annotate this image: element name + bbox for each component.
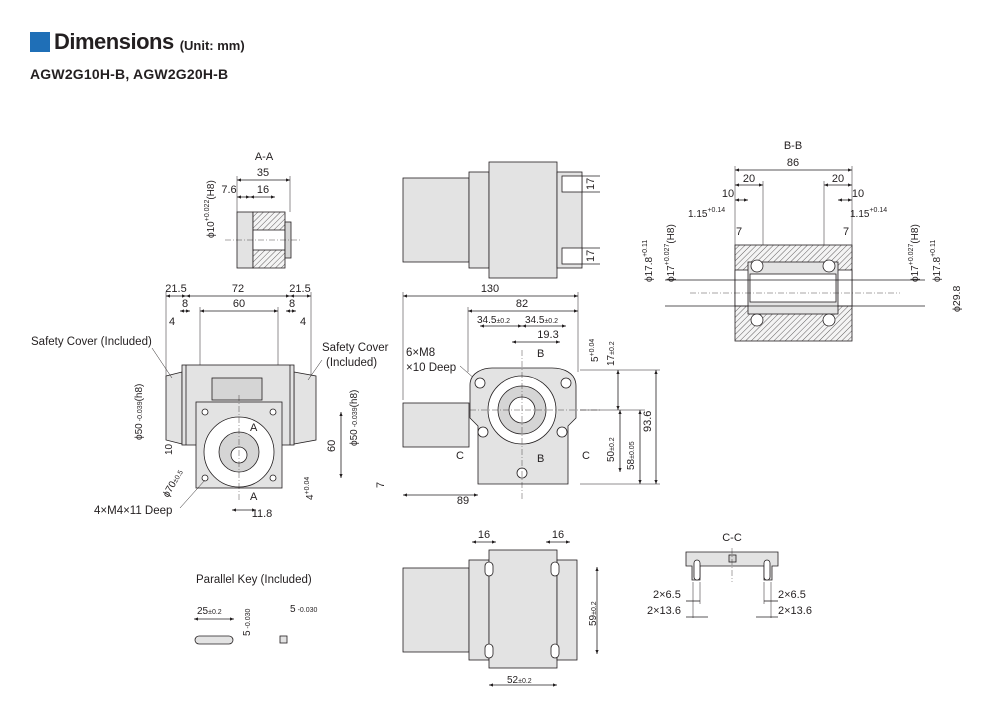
dim-cc-2x13-6-left: 2×13.6 [647, 605, 681, 617]
safety-cover-right-label-2: (Included) [326, 357, 377, 369]
dim-aa-7-6: 7.6 [221, 184, 236, 196]
section-a-mark-bottom: A [250, 491, 258, 503]
dim-bb-1-15-right: 1.15+0.14 [850, 207, 887, 220]
dim-aa-35: 35 [257, 167, 269, 179]
dim-front-8-right: 8 [289, 298, 295, 310]
dim-side-19-3: 19.3 [537, 329, 558, 341]
dim-front-72: 72 [232, 283, 244, 295]
dim-front-21-5-left: 21.5 [165, 283, 186, 295]
dim-side-34-5-right: 34.5±0.2 [525, 315, 558, 326]
dim-key-25: 25±0.2 [197, 606, 222, 617]
parallel-key-label: Parallel Key (Included) [196, 574, 312, 586]
dim-bb-7-right: 7 [843, 226, 849, 238]
safety-cover-right-label-1: Safety Cover [322, 342, 389, 354]
dim-bb-7-left: 7 [736, 226, 742, 238]
dim-bb-20-left: 20 [743, 173, 755, 185]
dim-side-58: 58±0.05 [626, 441, 637, 470]
dim-side-93-6: 93.6 [642, 411, 654, 432]
dim-front-60-vertical: 60 [326, 440, 338, 452]
dim-bb-1-15-left: 1.15+0.14 [688, 207, 725, 220]
dim-front-phi70: ϕ70±0.5 [161, 468, 186, 500]
dim-top-17-b: 17 [585, 250, 597, 262]
dim-bb-phi17-8-right: ϕ17.8+0.11 [930, 240, 943, 282]
dim-bb-86: 86 [787, 157, 799, 169]
dim-side-50: 50±0.2 [606, 437, 617, 462]
dim-front-21-5-right: 21.5 [289, 283, 310, 295]
section-cc-label: C-C [722, 532, 742, 544]
model-number: AGW2G10H-B, AGW2G20H-B [30, 66, 229, 82]
dim-side-5: 5+0.04 [589, 339, 601, 362]
section-bb-view: B-B 86 20 20 10 10 1.15+0.14 1.15+0.14 7… [642, 140, 963, 342]
dim-bb-phi17-right: ϕ17+0.027(H8) [908, 224, 921, 282]
tapped-m4-label: 4×M4×11 Deep [94, 505, 172, 517]
section-c-mark-left: C [456, 450, 464, 462]
dim-bottom-16-left: 16 [478, 529, 490, 541]
dim-side-89: 89 [457, 495, 469, 507]
dim-bottom-59: 59±0.2 [588, 601, 599, 626]
dim-bottom-52: 52±0.2 [507, 675, 532, 686]
safety-cover-left-label: Safety Cover (Included) [31, 336, 152, 348]
dim-front-4-right: 4 [300, 316, 306, 328]
dim-bb-phi17-left: ϕ17+0.027(H8) [664, 224, 677, 282]
dim-side-17: 17±0.2 [606, 341, 617, 366]
section-c-mark-right: C [582, 450, 590, 462]
dim-cc-2x13-6-right: 2×13.6 [778, 605, 812, 617]
dim-front-60: 60 [233, 298, 245, 310]
side-view: 130 82 34.5±0.2 34.5±0.2 19.3 B 5+0.04 1… [375, 283, 660, 507]
dim-aa-phi10: ϕ10+0.022(H8) [204, 180, 217, 238]
dim-front-10: 10 [164, 443, 175, 455]
dim-front-4-vertical: 4+0.04 [304, 477, 316, 500]
bottom-view: 16 16 59±0.2 52±0.2 [402, 529, 599, 687]
dim-front-11-8: 11.8 [252, 508, 273, 520]
dim-front-phi50-right: ϕ50-0.039(h8) [349, 390, 360, 446]
section-b-mark-bottom: B [537, 453, 544, 465]
dim-cc-2x6-5-left: 2×6.5 [653, 589, 681, 601]
dim-bb-10-right: 10 [852, 188, 864, 200]
tapped-m8-label-2: ×10 Deep [406, 362, 456, 374]
dim-side-130: 130 [481, 283, 499, 295]
unit-label: (Unit: mm) [179, 37, 245, 53]
dim-side-7: 7 [375, 482, 387, 488]
section-b-mark-top: B [537, 348, 544, 360]
dim-bb-phi17-8-left: ϕ17.8+0.11 [642, 240, 655, 282]
dim-top-17-a: 17 [585, 178, 597, 190]
top-view: 17 17 [402, 161, 600, 279]
dim-aa-16: 16 [257, 184, 269, 196]
dim-side-82: 82 [516, 298, 528, 310]
parallel-key-view: Parallel Key (Included) 25±0.2 5-0.030 5… [194, 574, 318, 645]
section-aa-label: A-A [255, 151, 274, 163]
tapped-m8-label-1: 6×M8 [406, 347, 435, 359]
dim-bb-20-right: 20 [832, 173, 844, 185]
dim-cc-2x6-5-right: 2×6.5 [778, 589, 806, 601]
front-view: 21.5 72 21.5 8 60 8 4 4 Sa [31, 283, 389, 520]
title-marker [30, 32, 50, 52]
dim-front-phi50-left: ϕ50-0.039(h8) [134, 384, 145, 440]
dim-key-5-b: 5-0.030 [290, 604, 318, 615]
dim-key-5-a: 5-0.030 [242, 608, 253, 636]
dim-front-8-left: 8 [182, 298, 188, 310]
section-a-mark-top: A [250, 422, 258, 434]
page-title: Dimensions [54, 29, 174, 54]
dim-bb-phi29-8: ϕ29.8 [951, 286, 963, 312]
section-bb-label: B-B [784, 140, 802, 152]
dim-front-4-left: 4 [169, 316, 175, 328]
dim-bottom-16-right: 16 [552, 529, 564, 541]
section-cc-view: C-C 2×6.5 2×13.6 2×6.5 2×13.6 [647, 532, 812, 618]
header: Dimensions (Unit: mm) [30, 29, 245, 54]
dim-bb-10-left: 10 [722, 188, 734, 200]
section-aa-view: A-A 35 7.6 16 ϕ10+0.022(H8) [204, 151, 300, 269]
dim-side-34-5-left: 34.5±0.2 [477, 315, 510, 326]
